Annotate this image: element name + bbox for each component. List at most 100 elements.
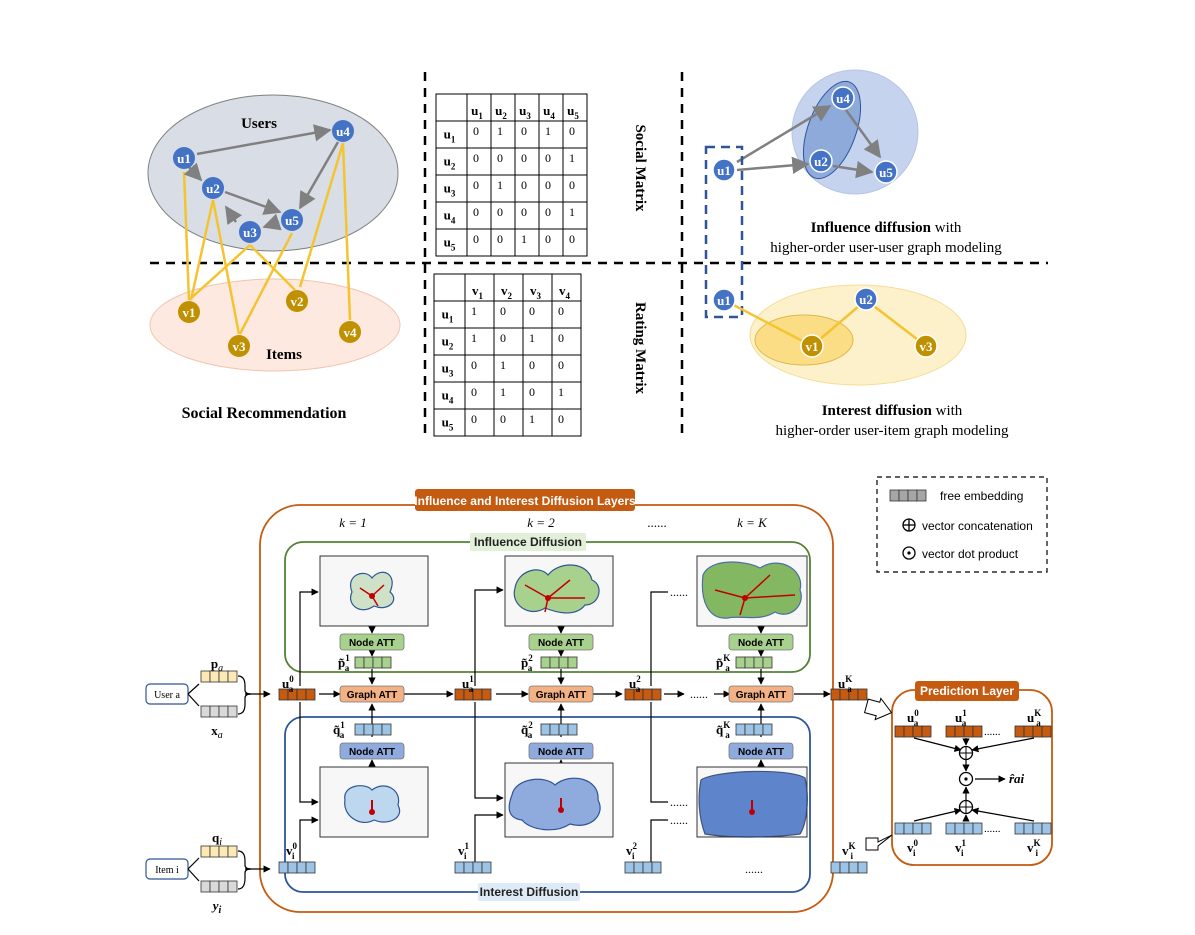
v-i-1-embedding — [454, 861, 492, 874]
matrix-cell: 0 — [545, 178, 551, 192]
matrix-cell: 0 — [500, 331, 506, 345]
influence-graph-thumb-2 — [504, 555, 614, 627]
influence-caption-line2: higher-order user-user graph modeling — [770, 240, 1002, 256]
matrix-cell: 0 — [497, 205, 503, 219]
matrix-cell: 0 — [473, 232, 479, 246]
interest-graph-thumb-1 — [319, 766, 429, 838]
u-a-0-embedding — [278, 688, 316, 701]
matrix-cell: 1 — [529, 331, 535, 345]
svg-text:v3: v3 — [920, 339, 934, 354]
dots-item-flow: ...... — [745, 862, 763, 876]
graph-att-2 — [728, 685, 794, 703]
svg-text:u2: u2 — [206, 181, 220, 196]
pred-u-1-embedding — [945, 725, 983, 738]
svg-text:v1: v1 — [183, 305, 196, 320]
rating-matrix-col-v1: v1 — [472, 283, 484, 301]
users-label: Users — [241, 116, 277, 132]
svg-text:u3: u3 — [243, 225, 257, 240]
svg-text:v4: v4 — [344, 325, 358, 340]
concat-icon — [902, 518, 916, 532]
interest-nodes: u1 u2 v1 v3 — [712, 287, 938, 358]
matrix-cell: 0 — [558, 412, 564, 426]
node-att-influence-1 — [528, 633, 594, 651]
pred-concat-bottom — [958, 799, 974, 815]
hollow-arrow-user — [863, 697, 893, 721]
node-att-influence-2 — [728, 633, 794, 651]
matrix-cell: 0 — [500, 412, 506, 426]
matrix-cell: 0 — [521, 178, 527, 192]
matrix-cell: 0 — [545, 232, 551, 246]
matrix-cell: 0 — [545, 205, 551, 219]
graph-att-1-label: Graph ATT — [536, 690, 587, 701]
influence-graph-thumb-1 — [319, 555, 429, 627]
user-user-edges — [183, 124, 340, 231]
pred-dots-v: ...... — [984, 823, 1001, 835]
u-a-K-embedding — [830, 688, 868, 701]
influence-graph-thumb-K — [696, 555, 808, 627]
social-rec-title: Social Recommendation — [182, 405, 347, 422]
item-i-label: Item i — [155, 865, 179, 876]
graph-att-1 — [528, 685, 594, 703]
u-a-1-embedding — [454, 688, 492, 701]
k-label-K: k = K — [737, 515, 768, 530]
interest-graph-thumb-K — [696, 766, 808, 838]
q-a-K-embedding — [735, 723, 773, 736]
rating-matrix-col-v4: v4 — [559, 283, 571, 301]
matrix-cell: 1 — [558, 385, 564, 399]
pred-v-1-embedding — [945, 822, 983, 835]
pred-concat-top — [958, 745, 974, 761]
hollow-arrow-item — [865, 834, 893, 851]
matrix-cell: 0 — [558, 304, 564, 318]
rating-matrix-col-v3: v3 — [530, 283, 542, 301]
matrix-cell: 0 — [500, 304, 506, 318]
matrix-cell: 0 — [521, 151, 527, 165]
k-label-1: k = 1 — [339, 515, 367, 530]
prediction-layer-label-box — [915, 681, 1019, 701]
svg-text:v2: v2 — [291, 294, 304, 309]
q-i-embedding — [200, 845, 238, 858]
v-i-2-embedding — [624, 861, 662, 874]
items-label: Items — [266, 347, 302, 363]
node-att-interest-1 — [528, 742, 594, 760]
matrix-cell: 0 — [558, 358, 564, 372]
influence-diffusion-label-box — [470, 533, 586, 551]
p-a-2-embedding — [540, 656, 578, 669]
q-i-label: qi — [212, 830, 222, 848]
svg-text:u2: u2 — [859, 292, 873, 307]
node-att-interest-1-label: Node ATT — [538, 747, 584, 758]
influence-caption: Influence diffusion with — [811, 220, 962, 236]
svg-text:u2: u2 — [814, 154, 828, 169]
legend-vector-dot: vector dot product — [922, 547, 1019, 561]
interest-diffusion-label: Interest Diffusion — [480, 885, 579, 899]
v-i-K-embedding — [830, 861, 868, 874]
rating-matrix-title: Rating Matrix — [632, 302, 648, 395]
legend-embedding-swatch — [889, 489, 927, 502]
pred-dot-product — [958, 771, 974, 787]
matrix-cell: 0 — [497, 232, 503, 246]
node-att-influence-1-label: Node ATT — [538, 638, 584, 649]
node-att-interest-0 — [339, 742, 405, 760]
pred-v-0-embedding — [894, 822, 932, 835]
svg-text:u5: u5 — [879, 165, 893, 180]
node-att-influence-0-label: Node ATT — [349, 638, 395, 649]
graph-att-2-label: Graph ATT — [736, 690, 787, 701]
matrix-cell: 0 — [545, 151, 551, 165]
svg-text:u1: u1 — [717, 163, 731, 178]
v-i-0-embedding — [278, 861, 316, 874]
dots-flow: ...... — [690, 687, 708, 701]
influence-nodes: u1 u4 u2 u5 — [712, 86, 898, 184]
matrix-cell: 0 — [529, 304, 535, 318]
user-highlight-box — [704, 145, 744, 319]
